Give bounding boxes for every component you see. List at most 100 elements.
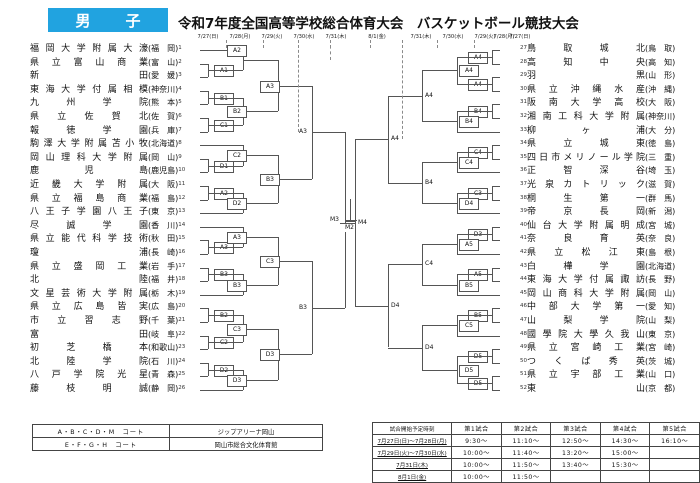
team-stub-left <box>200 322 208 323</box>
bracket-join-right-r2 <box>457 274 458 295</box>
schedule-time: 14:30～ <box>599 434 651 447</box>
bracket-advance-right-r2 <box>437 203 457 204</box>
bracket-advance-left-r2 <box>243 328 263 330</box>
court-label-B2: B2 <box>214 310 234 323</box>
team-stub-right <box>492 322 500 323</box>
court-label-r2-B5: B5 <box>459 279 479 292</box>
bracket-feed-right-r3 <box>422 284 437 286</box>
bracket-advance-right-r2 <box>437 369 457 371</box>
bracket-feed-left-r2 <box>208 369 243 371</box>
team-stub-left <box>200 362 208 364</box>
round-divider-right-1 <box>437 40 438 48</box>
team-row-left: 北陸(福 井)18 <box>30 275 186 286</box>
court-label-M4: M4 <box>357 218 368 227</box>
court-label-r2-B4: B4 <box>459 116 479 129</box>
schedule-time <box>649 446 700 459</box>
team-stub-left <box>200 90 208 92</box>
bracket-feed-right-r3 <box>422 203 437 204</box>
bracket-feed-right-r4 <box>388 347 402 349</box>
schedule-time: 10:00～ <box>451 458 502 471</box>
venue-name: ジップアリーナ岡山 <box>169 424 323 438</box>
court-names: E・F・G・H コート <box>32 437 170 451</box>
court-label-D3: D3 <box>227 374 247 387</box>
bracket-advance-left-r3 <box>278 85 298 87</box>
bracket-feed-left-r4 <box>298 85 312 87</box>
bracket-join-right-r1 <box>492 267 493 282</box>
venue-name: 岡山市総合文化体育館 <box>169 437 323 451</box>
round-divider-left-0 <box>226 40 227 48</box>
bracket-feed-left-r3 <box>263 237 278 238</box>
bracket-advance-left-r2 <box>243 284 263 286</box>
bracket-advance-right-r3 <box>402 182 422 184</box>
bracket-advance-right-r2 <box>437 121 457 123</box>
team-row-left: 報徳学園(兵 庫)7 <box>30 125 182 136</box>
bracket-feed-right-r2 <box>457 192 492 194</box>
team-row-left: 北陸学院(石 川)24 <box>30 356 186 367</box>
schedule-date: 7月29日(火)～7月30日(水) <box>371 446 453 459</box>
bracket-advance-left-r2 <box>243 155 263 157</box>
team-stub-right <box>492 240 500 242</box>
bracket-feed-right-r2 <box>457 383 492 385</box>
bracket-advance-right-r2 <box>437 70 457 72</box>
court-label-r2-A4: A4 <box>459 65 479 78</box>
final-line <box>345 221 355 223</box>
bracket-feed-left-r3 <box>263 284 278 286</box>
court-names: A・B・C・D・M コート <box>32 424 170 438</box>
court-label-B1: B1 <box>214 92 234 105</box>
team-stub-left <box>200 308 208 310</box>
team-row-left: 県立広島皆実(広 島)20 <box>30 302 186 313</box>
court-label-B3: B3 <box>260 174 280 187</box>
team-stub-right <box>492 281 500 283</box>
bracket-page: 男 子 令和7年度全国高等学校総合体育大会 バスケットボール競技大会 7/27(… <box>30 8 700 483</box>
court-label-r-A4-0: A4 <box>468 51 488 64</box>
bracket-feed-right-r2 <box>457 294 492 296</box>
team-stub-left <box>200 390 208 391</box>
date-label-right-4: 7/27(日) <box>509 34 531 40</box>
bracket-join-right-semi <box>355 139 356 306</box>
court-label-r-A4-1: A4 <box>468 79 488 91</box>
team-stub-right <box>492 131 500 133</box>
round-divider-short-left <box>330 40 331 60</box>
bracket-feed-left-r2 <box>208 315 243 317</box>
court-label-A3: A3 <box>227 232 247 244</box>
team-stub-left <box>200 77 208 79</box>
team-stub-right <box>492 90 500 92</box>
bracket-feed-right-r2 <box>457 172 492 174</box>
court-label-r3-D4: D4 <box>424 343 435 352</box>
bracket-advance-left-r2 <box>243 60 263 62</box>
bracket-join-right-r3 <box>422 70 423 122</box>
schedule-table: 試合開始予定時刻第1試合第2試合第3試合第4試合第5試合 7月27日(日)～7月… <box>371 422 700 483</box>
court-label-r3-B4: B4 <box>424 178 434 187</box>
date-label-final: 8/1(金) <box>368 34 386 40</box>
bracket-feed-left-r3 <box>263 379 278 381</box>
date-label-right-2: 7/29(火) <box>474 34 496 40</box>
schedule-date: 7月31日(木) <box>371 458 453 471</box>
bracket-join-right-r3 <box>422 243 423 285</box>
team-stub-left <box>200 240 208 242</box>
team-stub-right <box>492 104 500 106</box>
bracket-feed-left-r2 <box>208 70 243 72</box>
schedule-time: 12:50～ <box>550 434 601 447</box>
bracket-feed-right-r4 <box>388 264 402 266</box>
date-label-right-3: 7/28(月) <box>493 34 515 40</box>
bracket-feed-left-r2 <box>208 165 243 167</box>
bracket-join-right-r2 <box>457 152 458 173</box>
team-row-left: 県立盛岡工業(岩 手)17 <box>30 261 186 272</box>
bracket-join-right-r1 <box>492 145 493 159</box>
bracket-join-right-r1 <box>492 349 493 363</box>
court-label-M2: M2 <box>344 224 355 233</box>
team-row-left: 八王子学園八王子(東 京)13 <box>30 207 186 218</box>
bracket-feed-left-r2 <box>208 274 243 276</box>
court-label-r4-D4: D4 <box>390 301 401 310</box>
